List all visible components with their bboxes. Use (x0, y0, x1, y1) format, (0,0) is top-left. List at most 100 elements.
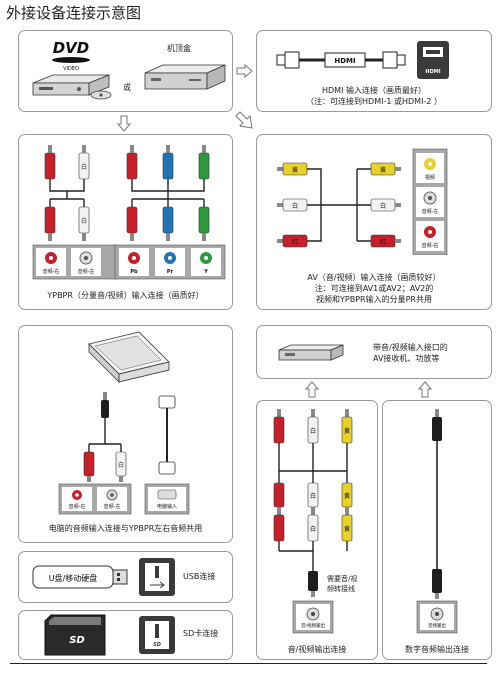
av-right-red-label: 红 (380, 238, 386, 246)
av-left-yellow-label: 黄 (292, 166, 298, 174)
sd-card-label: SD (69, 635, 85, 646)
laptop-icon (88, 331, 170, 383)
stb-label: 机顶盒 (167, 43, 191, 53)
av-out-bot-white-label: 白 (310, 525, 316, 533)
pc-port-audio-r: 音频-右 (69, 503, 86, 510)
page-title: 外接设备连接示意图 (6, 4, 142, 22)
source-devices-art: DVD VIDEO 或 机顶盒 (32, 39, 226, 100)
arrow-down-icon (117, 115, 131, 132)
stb-side (206, 64, 226, 90)
av-out-adapter-plug (308, 571, 318, 591)
pc-art: 白 音频-右 音频-左 电脑输入 (58, 331, 190, 515)
av-output-panel: 白 黄 白 黄 白 黄 需要音/视 频转接线 (256, 400, 378, 660)
hdmi-panel: HDMI HDMI HDMI 输入连接（画质最好） （注：可连接到HDMI-1 … (256, 30, 492, 112)
av-left-red-label: 红 (292, 238, 298, 246)
arrow-right-icon (236, 64, 253, 78)
or-label: 或 (123, 82, 131, 92)
usb-caption: USB连接 (183, 572, 216, 581)
pc-ports (62, 487, 186, 511)
source-devices-panel: DVD VIDEO 或 机顶盒 (18, 30, 233, 112)
arrow-up-icon (305, 381, 319, 398)
pc-panel: 白 音频-右 音频-左 电脑输入 电脑的音频输入连接与YPBPR左右音频共用 (18, 325, 233, 543)
page-footer-rule (10, 663, 487, 664)
hdmi-plug-left (284, 51, 300, 69)
av-right-yellow-label: 黄 (380, 166, 386, 174)
av-out-cables (278, 443, 348, 571)
av-out-top-plugs (273, 409, 353, 444)
sd-panel: SD SD SD卡连接 (18, 610, 233, 660)
ypbpr-cables (49, 179, 205, 207)
ypbpr-panel: 白 白 (18, 134, 233, 310)
hdmi-plug-right-tip (396, 54, 406, 66)
pc-port-audio-l: 音频-左 (104, 503, 121, 510)
hdmi-plug-right (382, 51, 398, 69)
dvd-logo: DVD (53, 39, 90, 57)
av-panel: 黄 白 红 黄 白 红 视频 音频-左 音频-右 AV（音/视频）输入连接（画质… (256, 134, 492, 310)
av-left-white-label: 白 (292, 202, 298, 210)
av-port-audio-r: 音频-右 (422, 242, 439, 249)
receiver-panel: 带音/视频输入接口的 AV接收机、功放等 (256, 325, 492, 379)
sd-art: SD SD (44, 614, 175, 656)
digital-audio-cable (432, 409, 442, 599)
av-note-1: 注：可连接到AV1或AV2；AV2的 (314, 284, 434, 293)
usb-drive-icon (32, 565, 128, 589)
hdmi-port-label: HDMI (425, 69, 440, 75)
av-out-middle-plugs (273, 482, 353, 542)
dvd-player-side (88, 74, 110, 96)
ypbpr-art: 白 白 (32, 145, 226, 280)
hdmi-port-slot (426, 50, 440, 54)
dvd-disc-center (99, 93, 103, 97)
arrow-diagonal-icon (235, 111, 253, 129)
av-out-adapter-tip (311, 591, 315, 597)
ypbpr-white-plug-label-bottom: 白 (81, 217, 87, 225)
av-port-audio-l: 音频-左 (422, 208, 439, 215)
av-art: 黄 白 红 黄 白 红 视频 音频-左 音频-右 (277, 148, 448, 256)
ypbpr-bottom-plugs (44, 206, 210, 241)
av-right-white-label: 白 (380, 202, 386, 210)
sd-caption: SD卡连接 (183, 629, 219, 638)
dvd-button (77, 87, 81, 91)
av-caption: AV（音/视频）输入连接（画质较好） (307, 273, 441, 282)
av-right-plugs (370, 162, 401, 248)
av-out-mid-white-label: 白 (310, 492, 316, 500)
av-left-plugs (277, 162, 308, 248)
usb-art: U盘/移动硬盘 (32, 558, 175, 596)
av-out-note-2: 频转接线 (327, 584, 355, 593)
usb-port-icon (139, 558, 175, 596)
ypbpr-port-audio-r: 音频-右 (43, 268, 60, 275)
hdmi-cable-label: HDMI (334, 57, 355, 65)
ypbpr-white-plug-label-top: 白 (81, 163, 87, 171)
digital-audio-art: 音频输出 (416, 409, 458, 634)
dvd-tray (39, 87, 53, 90)
digital-audio-port-label: 音频输出 (428, 622, 446, 629)
av-out-mid-yellow-label: 黄 (344, 492, 350, 500)
hdmi-note: （注：可连接到HDMI-1 或HDMI-2 ） (306, 97, 442, 106)
ypbpr-top-plugs (44, 145, 210, 180)
av-out-bot-yellow-label: 黄 (344, 525, 350, 533)
ypbpr-port-audio-l: 音频-左 (78, 268, 95, 275)
ypbpr-caption: YPBPR（分量音/视频）输入连接（画质好） (47, 291, 204, 300)
hdmi-plug-left-tip (276, 54, 286, 66)
ypbpr-port-y: Y (203, 269, 208, 275)
ypbpr-port-pr: Pr (167, 269, 174, 275)
receiver-icon (278, 344, 344, 361)
svg-text:SD: SD (153, 642, 161, 648)
receiver-art (278, 344, 344, 361)
pc-caption: 电脑的音频输入连接与YPBPR左右音频共用 (48, 524, 203, 533)
dvd-video-text: VIDEO (63, 66, 79, 72)
arrow-up-icon (418, 381, 432, 398)
hdmi-art: HDMI HDMI (276, 41, 449, 79)
stb-slot (189, 79, 201, 81)
ypbpr-ports (36, 248, 221, 276)
usb-drive-label: U盘/移动硬盘 (49, 573, 98, 583)
pc-audio-cable (83, 392, 127, 482)
pc-port-vga: 电脑输入 (157, 503, 177, 510)
av-port-video: 视频 (425, 174, 435, 181)
sd-card-icon (44, 614, 106, 656)
av-note-2: 视频和YPBPR输入的分量PR共用 (316, 295, 432, 304)
sd-port-icon: SD (139, 616, 175, 654)
hdmi-caption: HDMI 输入连接（画质最好） (322, 86, 426, 95)
ypbpr-port-pb: Pb (130, 269, 138, 275)
av-cables (307, 168, 371, 242)
av-out-note-1: 需要音/视 (327, 574, 357, 583)
